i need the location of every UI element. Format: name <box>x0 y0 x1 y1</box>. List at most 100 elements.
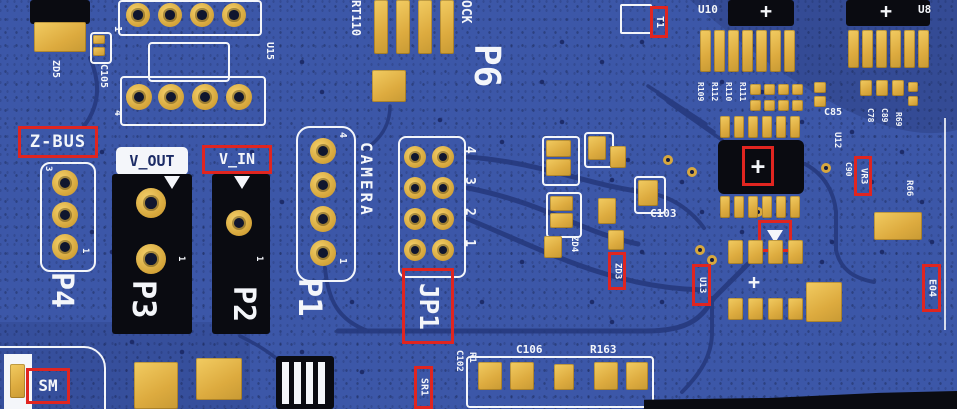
smd-pad <box>608 230 624 250</box>
smd-pad <box>550 196 573 211</box>
ref-u10: U10 <box>698 3 718 16</box>
component-body <box>30 0 90 24</box>
ic-pad <box>862 30 873 68</box>
through-hole-pad <box>432 177 454 199</box>
highlight-zd3: ZD3 <box>608 252 626 290</box>
smd-pad <box>638 180 658 206</box>
component-outline-t1 <box>620 4 652 34</box>
diode-triangle-icon <box>767 229 783 243</box>
pin-number: 3 <box>462 177 477 185</box>
ref-r163: R163 <box>590 343 617 356</box>
ref-r66: R66 <box>904 180 914 197</box>
ic-pad <box>876 30 887 68</box>
highlight-sr1: SR1 <box>414 366 433 409</box>
smd-pad <box>594 362 618 390</box>
ref-vr3: VR3 <box>858 167 869 185</box>
ic-pad <box>848 30 859 68</box>
smd-pad <box>626 362 648 390</box>
label-z-bus: Z-BUS <box>29 131 87 152</box>
pin-number: 1 <box>112 26 123 33</box>
solder-pad <box>806 282 842 322</box>
ic-pad <box>790 196 800 218</box>
polarity-arrow <box>234 176 250 189</box>
ref-t1: T1 <box>654 15 665 29</box>
ic-pad <box>890 30 901 68</box>
ic-pad <box>776 116 786 138</box>
smd-pad <box>876 80 888 96</box>
through-hole-pad <box>136 188 166 218</box>
component-body-p2 <box>212 174 270 334</box>
ic-pad <box>748 116 758 138</box>
connector-pad <box>374 0 388 54</box>
ref-c105: C105 <box>98 64 109 89</box>
ref-zd5: ZD5 <box>50 60 61 79</box>
pin-number: 1 <box>176 256 186 262</box>
highlight-vr3: VR3 <box>854 156 872 196</box>
ic-pad <box>776 196 786 218</box>
smd-pad <box>554 364 574 390</box>
smd-pad <box>728 298 743 320</box>
pin-number: 1 <box>462 239 477 247</box>
connector-outline-jp1 <box>398 136 466 278</box>
highlight-t1: T1 <box>650 6 668 38</box>
smd-pad <box>778 100 789 111</box>
solder-pad <box>874 212 922 240</box>
component-outline <box>634 176 666 214</box>
ic-pad <box>742 30 753 72</box>
label-box-v-out: V_OUT <box>116 147 188 175</box>
through-hole-pad <box>310 172 336 198</box>
ic-pad <box>714 30 725 72</box>
connector-outline-camera <box>296 126 356 282</box>
ic-pad <box>734 116 744 138</box>
smd-pad <box>550 213 573 228</box>
smd-pad <box>768 298 783 320</box>
ic-pad <box>770 30 781 72</box>
pin-number: 3 <box>43 166 53 172</box>
highlight-z-bus: Z-BUS <box>18 126 98 158</box>
highlight-v-in: V_IN <box>202 145 272 174</box>
smd-pad <box>768 240 783 264</box>
connector-contact <box>282 362 289 404</box>
solder-pad <box>93 47 105 56</box>
label-sm: SM <box>38 376 58 395</box>
smd-pad <box>764 84 775 95</box>
smd-pad <box>908 82 918 92</box>
connector-outline-p4 <box>40 162 96 272</box>
header-outline-top <box>118 0 262 36</box>
ref-zd4: ZD4 <box>569 236 579 253</box>
through-hole-pad <box>126 84 152 110</box>
smd-pad <box>792 100 803 111</box>
connector-contact <box>306 362 313 404</box>
ref-u13: U13 <box>697 276 707 294</box>
smd-pad <box>750 84 761 95</box>
through-hole-pad <box>52 202 78 228</box>
ref-rt110: RT110 <box>349 0 363 37</box>
through-hole-pad <box>310 240 336 266</box>
ic-pad <box>762 196 772 218</box>
component-outline-c105 <box>90 32 112 64</box>
smd-pad <box>610 146 626 168</box>
polarity-arrow <box>164 176 180 189</box>
solder-pad <box>196 358 242 400</box>
through-hole-pad <box>192 84 218 110</box>
smd-pad <box>748 298 763 320</box>
smd-pad <box>788 298 803 320</box>
smd-pad <box>908 96 918 106</box>
solder-pad <box>134 362 178 409</box>
ic-pad <box>728 30 739 72</box>
smd-pad <box>546 140 571 157</box>
highlight-e04: E04 <box>922 264 941 312</box>
ref-r112: R112 <box>710 82 719 102</box>
label-lock: OCK <box>458 0 473 24</box>
connector-pad <box>440 0 454 54</box>
ref-r109: R109 <box>696 82 705 102</box>
board-edge-line <box>944 118 946 330</box>
ref-c90: C90 <box>844 162 853 177</box>
highlight-sm: SM <box>26 368 70 404</box>
smd-pad <box>814 96 826 107</box>
component-outline <box>466 356 654 408</box>
smd-pad <box>728 240 743 264</box>
smd-pad <box>478 362 502 390</box>
smd-pad <box>750 100 761 111</box>
via-dots <box>89 19 935 375</box>
